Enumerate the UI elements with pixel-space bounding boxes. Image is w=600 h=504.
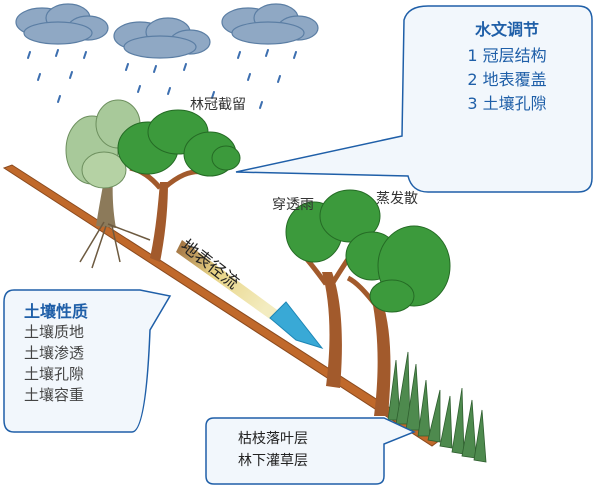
rain-drops: [27, 49, 297, 109]
soil-item: 土壤容重: [24, 386, 85, 404]
soil-item: 土壤孔隙: [24, 365, 85, 383]
hydrology-item: 3 土壤孔隙: [467, 94, 547, 113]
litter-callout-box: [205, 417, 416, 485]
soil-item: 土壤质地: [24, 323, 85, 341]
evapotranspiration-label: 蒸发散: [376, 191, 418, 207]
runoff-arrow-icon: [176, 240, 324, 349]
throughfall-label: 穿透雨: [272, 197, 314, 213]
litter-item: 枯枝落叶层: [238, 431, 308, 447]
rain-cloud-icon: [15, 3, 109, 45]
tree-left-icon: [65, 99, 151, 269]
rain-cloud-icon: [221, 3, 319, 45]
soil-callout-box: [3, 289, 172, 433]
canopy-interception-label: 林冠截留: [190, 97, 246, 113]
tree-right-icon: [285, 189, 451, 416]
soil-box-title: 土壤性质: [24, 302, 89, 321]
hydrology-item: 1 冠层结构: [467, 46, 547, 65]
grass-icon: [387, 351, 487, 463]
tree-canopy-icon: [117, 109, 241, 262]
hydrology-item: 2 地表覆盖: [467, 70, 547, 89]
litter-item: 林下灌草层: [238, 453, 308, 469]
hydrology-box-title: 水文调节: [474, 20, 539, 39]
rain-cloud-icon: [113, 17, 211, 59]
litter-box-content: 枯枝落叶层 林下灌草层: [238, 428, 308, 472]
hydrology-callout-box: [235, 5, 593, 193]
hydrology-box-content: 水文调节 1 冠层结构 2 地表覆盖 3 土壤孔隙: [432, 16, 582, 116]
soil-box-content: 土壤性质 土壤质地 土壤渗透 土壤孔隙 土壤容重: [24, 298, 88, 406]
soil-item: 土壤渗透: [24, 344, 85, 362]
